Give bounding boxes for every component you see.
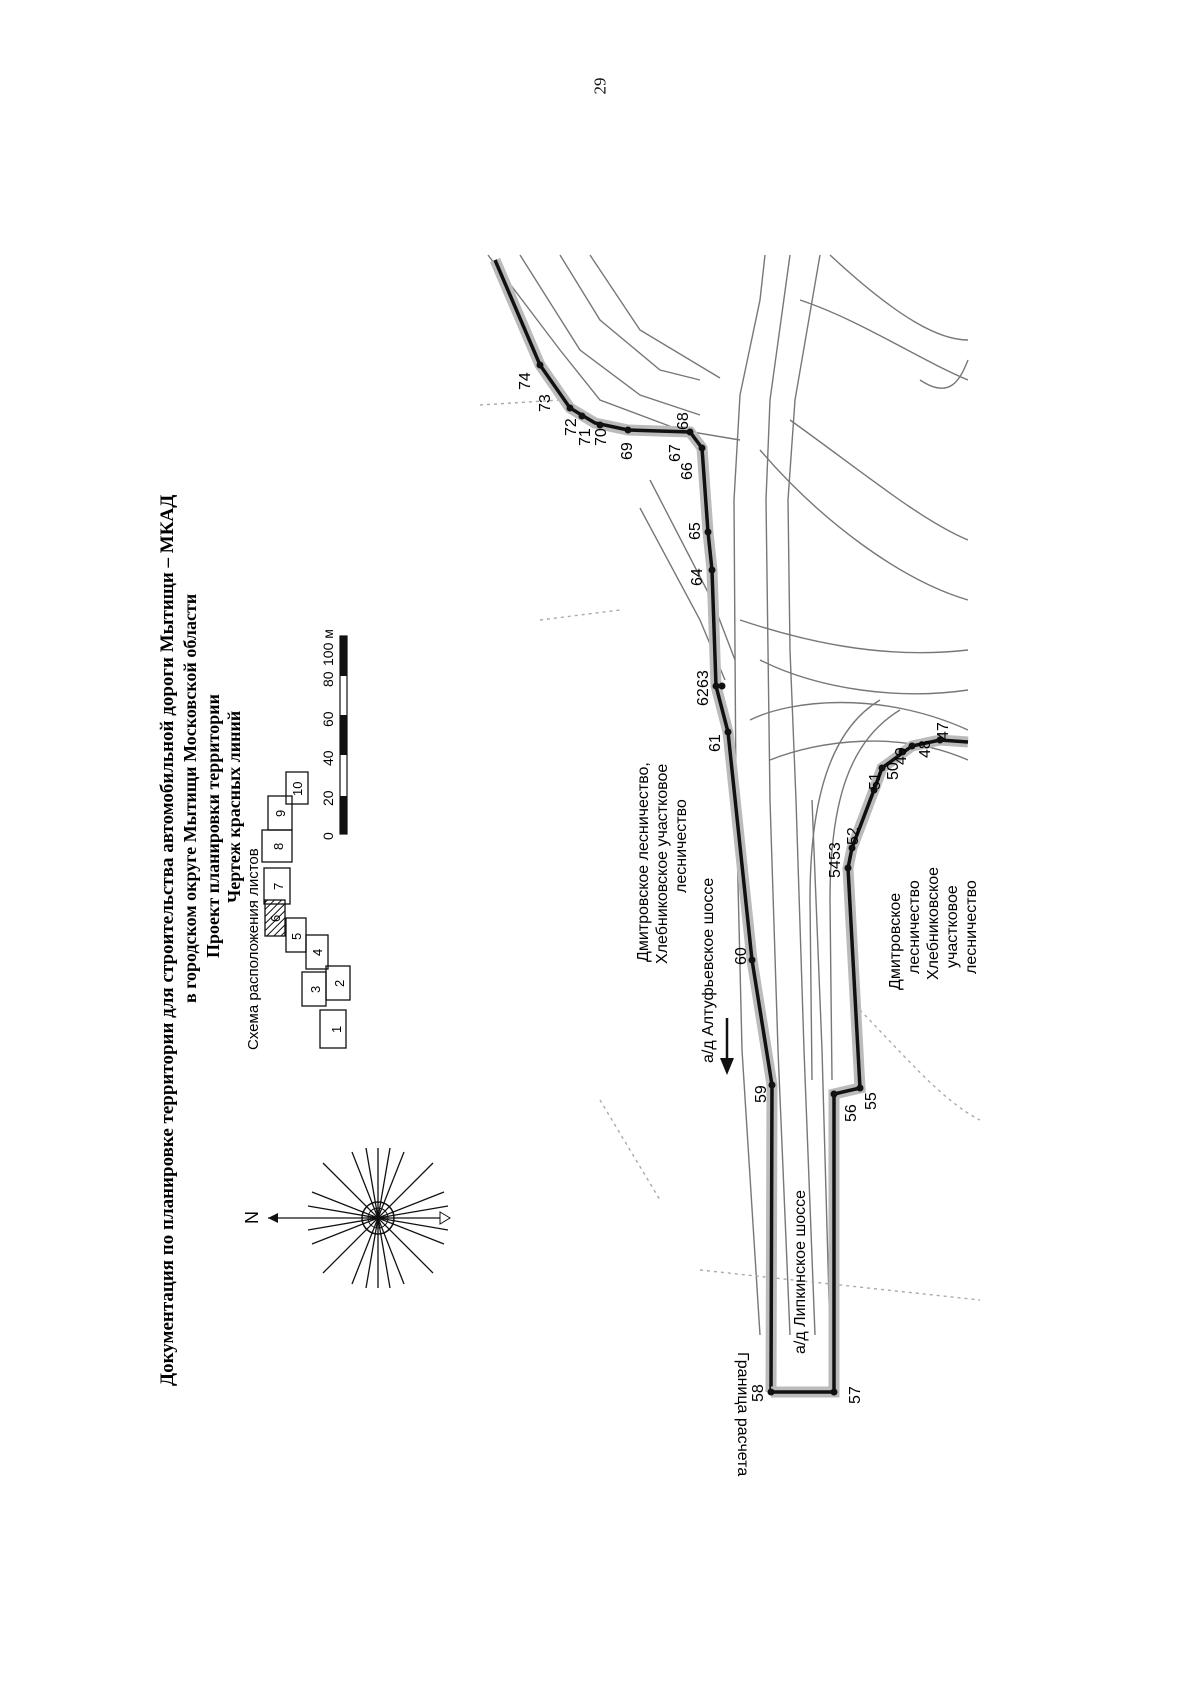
point-68: 68	[675, 412, 692, 430]
point-63: 63	[695, 670, 712, 688]
compass-north-label: N	[242, 1211, 262, 1224]
point-55: 55	[863, 1092, 880, 1110]
sheet-5: 5	[289, 933, 304, 940]
forest-south-line-1: Дмитровское	[887, 893, 904, 990]
point-60: 60	[733, 947, 750, 965]
forest-north-line-2: Хлебниковское участковое	[654, 764, 671, 964]
sheet-8: 8	[271, 843, 286, 850]
sheet-9: 9	[273, 810, 288, 817]
scale-tick-100: 100 м	[320, 629, 336, 666]
title-block: Документация по планировке территории дл…	[157, 495, 244, 1386]
lower-point-labels: 57 56 55 54 53 52 51 50 49 48 47	[827, 722, 952, 1404]
point-69: 69	[619, 442, 636, 460]
point-72: 72	[563, 418, 580, 436]
point-61: 61	[707, 734, 724, 752]
upper-point-labels: 58 59 60 61 62 63 64 65 66 67 68 69 70 7…	[517, 372, 770, 1402]
point-54: 54	[827, 860, 844, 878]
calc-boundary-label: Граница расчета	[734, 1352, 751, 1476]
scale-tick-40: 40	[320, 750, 336, 766]
scale-tick-80: 80	[320, 671, 336, 687]
point-56: 56	[843, 1104, 860, 1122]
point-67: 67	[667, 444, 684, 462]
map-area: 58 59 60 61 62 63 64 65 66 67 68 69 70 7…	[479, 254, 981, 1476]
point-65: 65	[687, 522, 704, 540]
boundary-points	[536, 361, 944, 1396]
sheet-scheme-title: Схема расположения листов	[245, 848, 262, 1050]
map-labels: Дмитровское лесничество, Хлебниковское у…	[635, 762, 980, 1476]
sheet-scheme: Схема расположения листов 1 2 3 4 5 6 7 …	[245, 771, 351, 1050]
point-58: 58	[750, 1384, 767, 1402]
road-altufyevskoe-label: а/д Алтуфьевское шоссе	[700, 878, 717, 1063]
point-53: 53	[827, 842, 844, 860]
sheet-1: 1	[329, 1026, 344, 1033]
title-line-4: Чертеж красных линий	[224, 711, 244, 903]
point-62: 62	[695, 688, 712, 706]
forest-south-line-5: лесничество	[963, 880, 980, 974]
forest-south-line-3: Хлебниковское	[925, 867, 942, 980]
sheet-3: 3	[308, 986, 323, 993]
title-line-1: Документация по планировке территории дл…	[157, 495, 178, 1386]
point-71: 71	[577, 428, 594, 446]
compass-rose-icon: N	[242, 1147, 451, 1289]
point-57: 57	[847, 1386, 864, 1404]
scale-tick-20: 20	[320, 790, 336, 806]
road-lipkinskoe-label: а/д Липкинское шоссе	[792, 1190, 809, 1354]
sheet-2: 2	[332, 980, 347, 987]
point-47: 47	[935, 722, 952, 740]
forest-north-line-3: лесничество	[673, 799, 690, 893]
point-66: 66	[679, 462, 696, 480]
point-49: 49	[893, 747, 910, 765]
scale-tick-60: 60	[320, 711, 336, 727]
point-73: 73	[537, 394, 554, 412]
red-line-upper	[493, 259, 774, 1393]
point-64: 64	[689, 568, 706, 586]
forest-south-line-2: лесничество	[906, 880, 923, 974]
point-59: 59	[753, 1085, 770, 1103]
sheet-7: 7	[271, 883, 286, 890]
title-line-3: Проект планировки территории	[203, 694, 223, 958]
forest-north-line-1: Дмитровское лесничество,	[635, 762, 652, 962]
point-50: 50	[885, 762, 902, 780]
scale-tick-0: 0	[320, 832, 336, 840]
point-52: 52	[845, 827, 862, 845]
forest-south-line-4: участковое	[944, 885, 961, 968]
direction-arrow-icon	[720, 1018, 734, 1075]
point-74: 74	[517, 372, 534, 390]
sheet-10: 10	[290, 782, 305, 796]
point-51: 51	[867, 772, 884, 790]
scale-bar: 0 20 40 60 80 100 м	[320, 629, 348, 840]
sheet-6: 6	[268, 915, 283, 922]
point-48: 48	[917, 740, 934, 758]
point-70: 70	[593, 428, 610, 446]
title-line-2: в городском округе Мытищи Московской обл…	[180, 594, 200, 1003]
sheet-4: 4	[310, 949, 325, 956]
